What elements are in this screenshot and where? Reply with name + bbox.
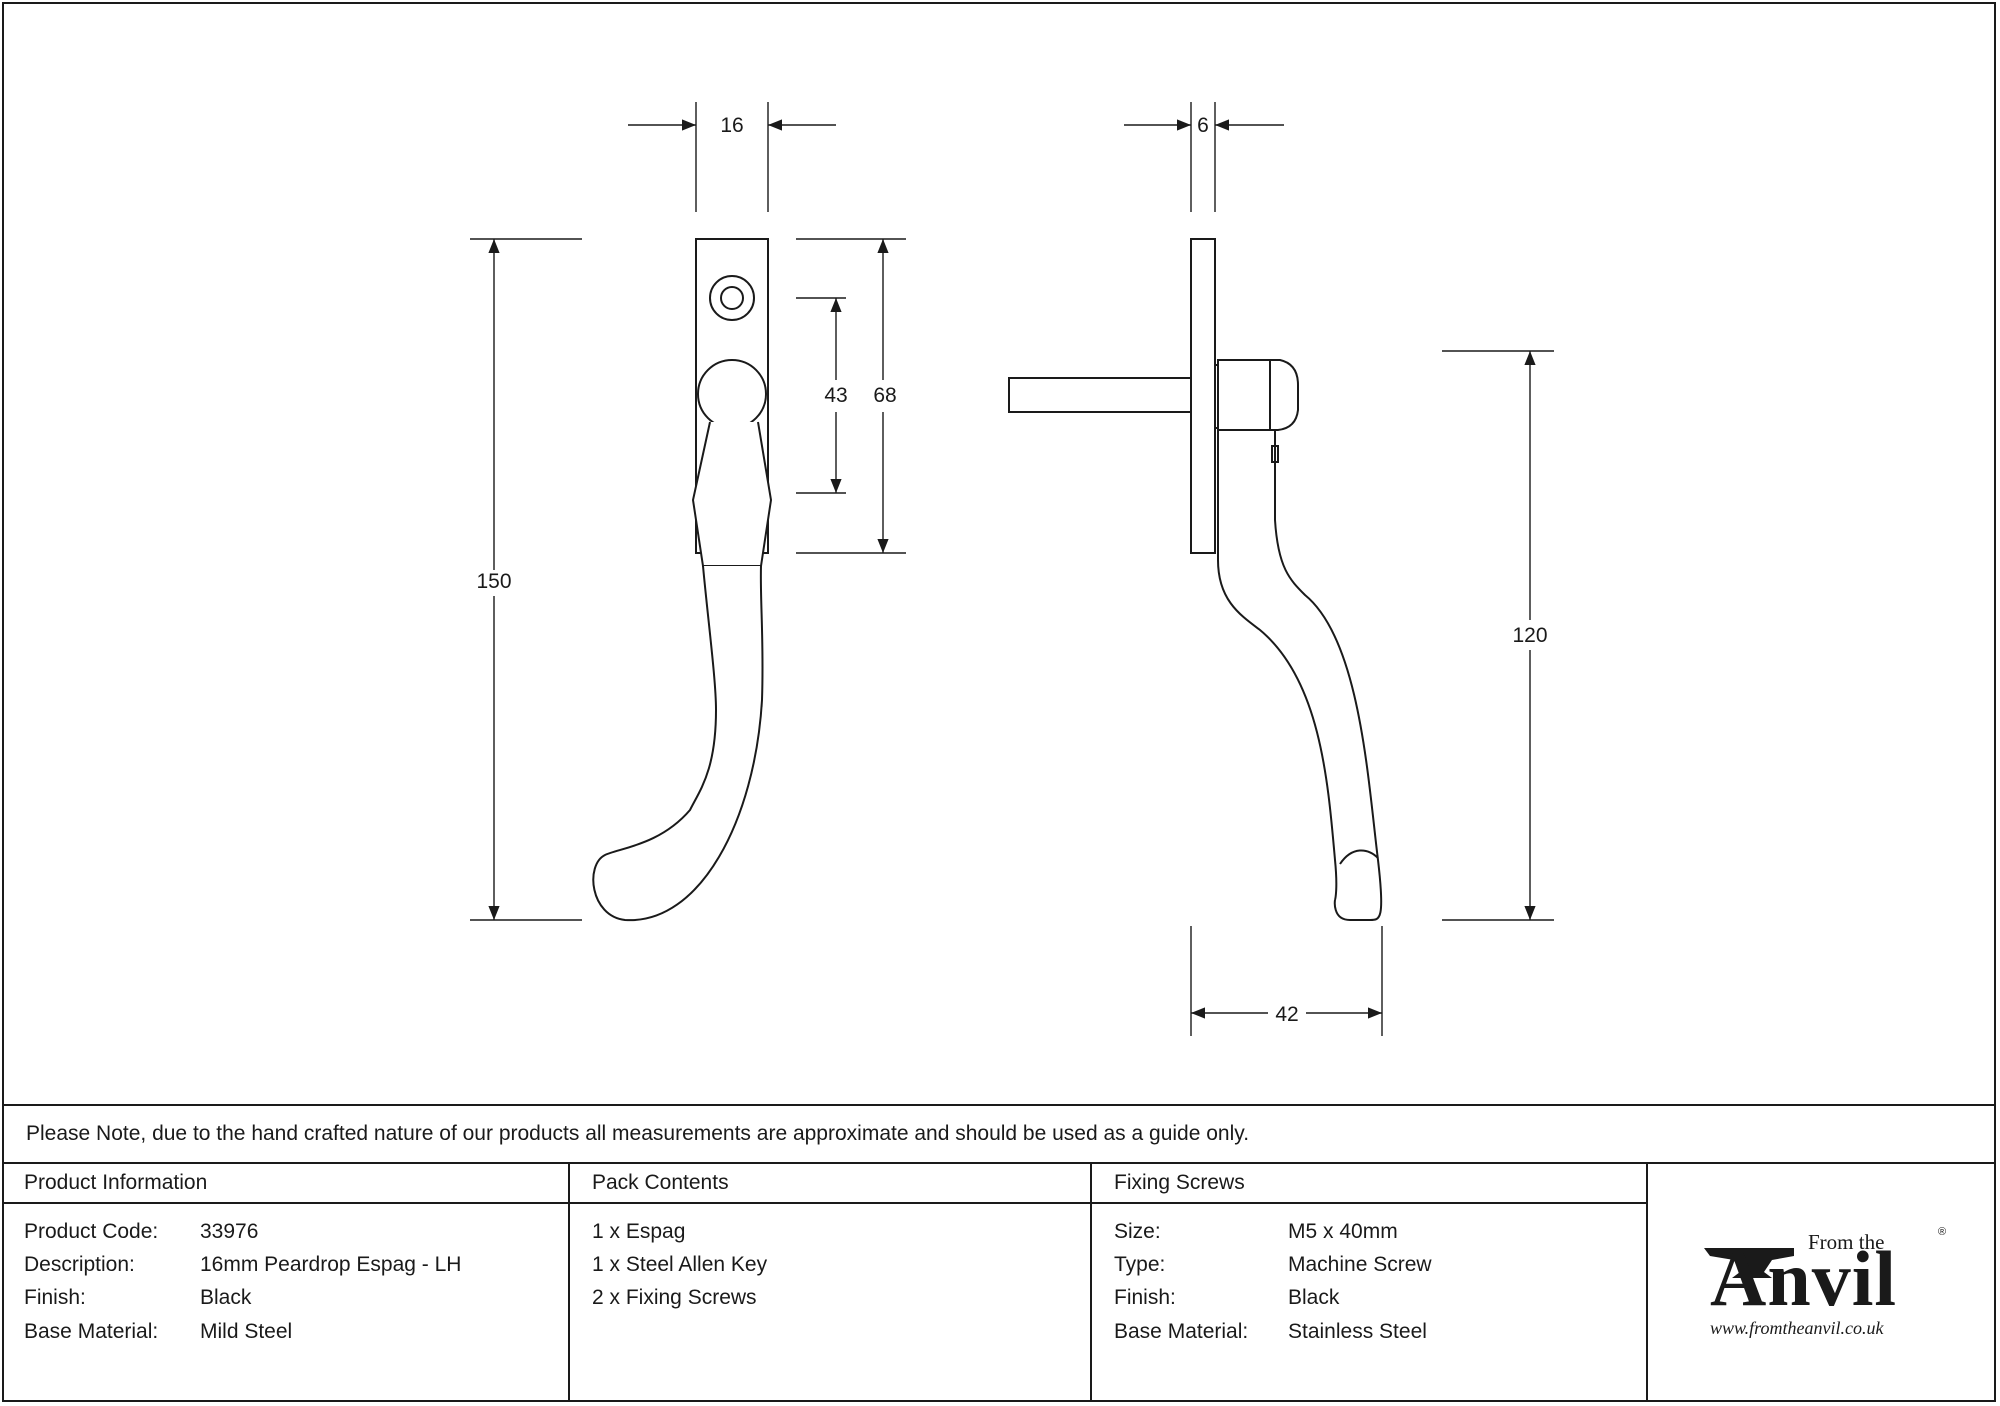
handle-neck — [691, 421, 773, 567]
screw-size-row: Size: M5 x 40mm — [1114, 1220, 1398, 1244]
dim-side-width: 6 — [1197, 114, 1209, 137]
dimension-labels: 16 6 150 43 68 120 42 — [476, 114, 1547, 1026]
dim-front-width: 16 — [720, 114, 743, 137]
measurement-note: Please Note, due to the hand crafted nat… — [26, 1122, 1250, 1145]
screw-type-row: Type: Machine Screw — [1114, 1253, 1432, 1277]
side-boss-ring — [1217, 359, 1271, 431]
top-screw-hole — [709, 275, 755, 321]
pack-item: 1 x Espag — [592, 1220, 686, 1243]
dim-plate-height: 68 — [873, 384, 896, 407]
spindle-boss — [697, 359, 767, 429]
brand-logo: From the ® Anvil www.fromtheanvil.co.uk — [1702, 1224, 1948, 1344]
product-code-value: 33976 — [200, 1220, 259, 1243]
anvil-icon — [1704, 1248, 1794, 1278]
side-backplate — [1190, 238, 1216, 554]
screw-finish-row: Finish: Black — [1114, 1286, 1339, 1310]
screw-type-value: Machine Screw — [1288, 1253, 1432, 1276]
side-boss-cap — [1270, 359, 1299, 431]
logo-brand-name: Anvil — [1710, 1235, 1898, 1322]
pack-contents-heading: Pack Contents — [592, 1171, 729, 1194]
description-row: Description: 16mm Peardrop Espag - LH — [24, 1253, 461, 1277]
screw-material-label: Base Material: — [1114, 1320, 1249, 1343]
pack-contents-header: Pack Contents — [570, 1162, 1090, 1204]
finish-label: Finish: — [24, 1286, 86, 1309]
description-value: 16mm Peardrop Espag - LH — [200, 1253, 462, 1276]
dim-side-height: 120 — [1512, 624, 1547, 647]
product-information-heading: Product Information — [24, 1171, 208, 1194]
dimension-lines — [470, 102, 1554, 1036]
dim-front-height: 150 — [476, 570, 511, 593]
dim-screw-spacing: 43 — [824, 384, 847, 407]
finish-value: Black — [200, 1286, 252, 1309]
screw-finish-label: Finish: — [1114, 1286, 1176, 1309]
product-information-panel: Product Information Product Code: 33976 … — [2, 1162, 570, 1402]
lever-outer-curve — [1274, 430, 1383, 921]
peardrop-handle — [592, 565, 764, 922]
description-label: Description: — [24, 1253, 135, 1276]
logo-url: www.fromtheanvil.co.uk — [1710, 1318, 1884, 1338]
product-information-header: Product Information — [2, 1162, 568, 1204]
screw-size-value: M5 x 40mm — [1288, 1220, 1398, 1243]
pack-contents-panel: Pack Contents 1 x Espag 1 x Steel Allen … — [570, 1162, 1092, 1402]
screw-size-label: Size: — [1114, 1220, 1161, 1243]
front-view — [592, 238, 773, 922]
logo-from-the: From the — [1808, 1230, 1885, 1254]
technical-drawing: 16 6 150 43 68 120 42 — [470, 102, 1554, 1036]
screw-material-row: Base Material: Stainless Steel — [1114, 1320, 1427, 1344]
fixing-screws-heading: Fixing Screws — [1114, 1171, 1245, 1194]
screw-material-value: Stainless Steel — [1288, 1320, 1427, 1343]
screw-finish-value: Black — [1288, 1286, 1340, 1309]
product-code-row: Product Code: 33976 — [24, 1220, 258, 1244]
base-material-row: Base Material: Mild Steel — [24, 1320, 292, 1344]
pack-item: 2 x Fixing Screws — [592, 1286, 757, 1309]
pack-item: 1 x Steel Allen Key — [592, 1253, 768, 1276]
fixing-screws-panel: Fixing Screws Size: M5 x 40mm Type: Mach… — [1092, 1162, 1648, 1402]
side-spindle — [1008, 377, 1192, 413]
product-code-label: Product Code: — [24, 1220, 159, 1243]
screw-type-label: Type: — [1114, 1253, 1166, 1276]
side-boss-base — [1215, 364, 1219, 429]
dim-side-projection: 42 — [1275, 1003, 1298, 1026]
lever-tip-detail — [1339, 849, 1379, 865]
fixing-screws-header: Fixing Screws — [1092, 1162, 1646, 1204]
logo-registered-mark: ® — [1938, 1226, 1947, 1238]
top-screw-hole-inner — [720, 286, 744, 310]
lever-inner-curve — [1217, 430, 1338, 901]
base-material-value: Mild Steel — [200, 1320, 293, 1343]
logo-panel: From the ® Anvil www.fromtheanvil.co.uk — [1648, 1162, 1996, 1402]
finish-row: Finish: Black — [24, 1286, 251, 1310]
note-row: Please Note, due to the hand crafted nat… — [2, 1104, 1996, 1164]
base-material-label: Base Material: — [24, 1320, 159, 1343]
side-view — [1008, 238, 1383, 921]
